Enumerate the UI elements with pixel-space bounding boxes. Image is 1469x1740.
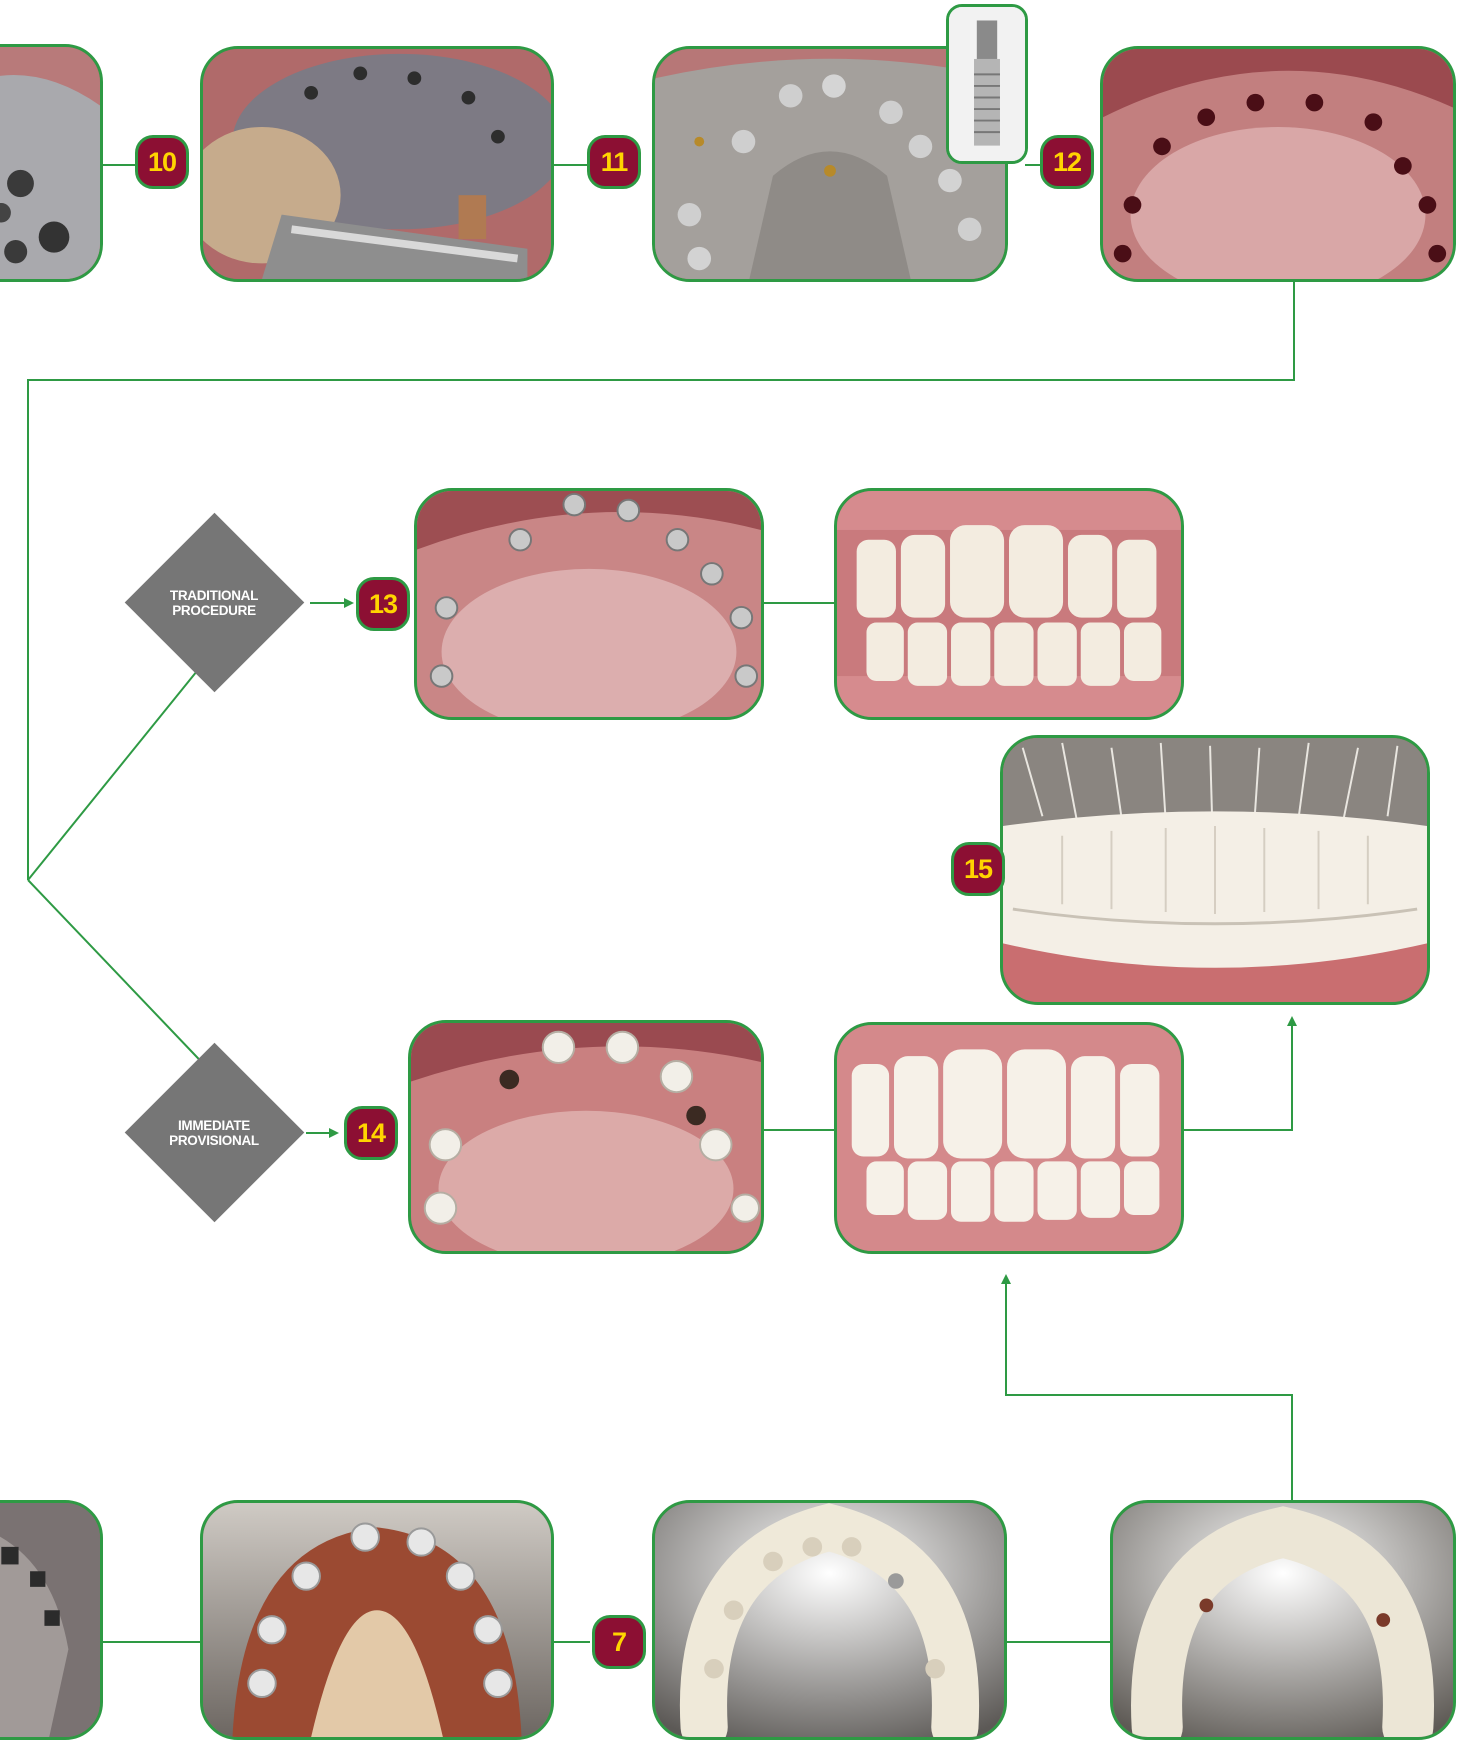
step-14-badge: 14 [344,1106,398,1160]
photo-step-13 [414,488,764,720]
photo-step-14 [408,1020,764,1254]
arrow-prov-to-15 [1182,1018,1292,1130]
decision-traditional-label: TRADITIONAL PROCEDURE [134,588,294,618]
photo-bottom-partial [0,1500,103,1740]
step-7-badge: 7 [592,1615,646,1669]
photo-step-11-inset-implant [946,4,1028,164]
photo-bottom-final-prosthesis [1110,1500,1456,1740]
connector-branch-down [28,880,214,1075]
photo-bottom-model [200,1500,554,1740]
step-12-badge: 12 [1040,135,1094,189]
photo-provisional-restoration [834,1022,1184,1254]
arrow-bottom-to-prov [1006,1276,1292,1500]
photo-step-7 [652,1500,1007,1740]
decision-immediate-label: IMMEDIATE PROVISIONAL [134,1118,294,1148]
step-13-badge: 13 [356,577,410,631]
connector-branch-up [28,650,214,880]
photo-step-15 [1000,735,1430,1005]
photo-step-10 [200,46,554,282]
step-11-badge: 11 [587,135,641,189]
step-15-badge: 15 [951,842,1005,896]
photo-final-traditional [834,488,1184,720]
step-10-badge: 10 [135,135,189,189]
photo-step-12 [1100,46,1456,282]
photo-step-9-partial [0,44,103,282]
